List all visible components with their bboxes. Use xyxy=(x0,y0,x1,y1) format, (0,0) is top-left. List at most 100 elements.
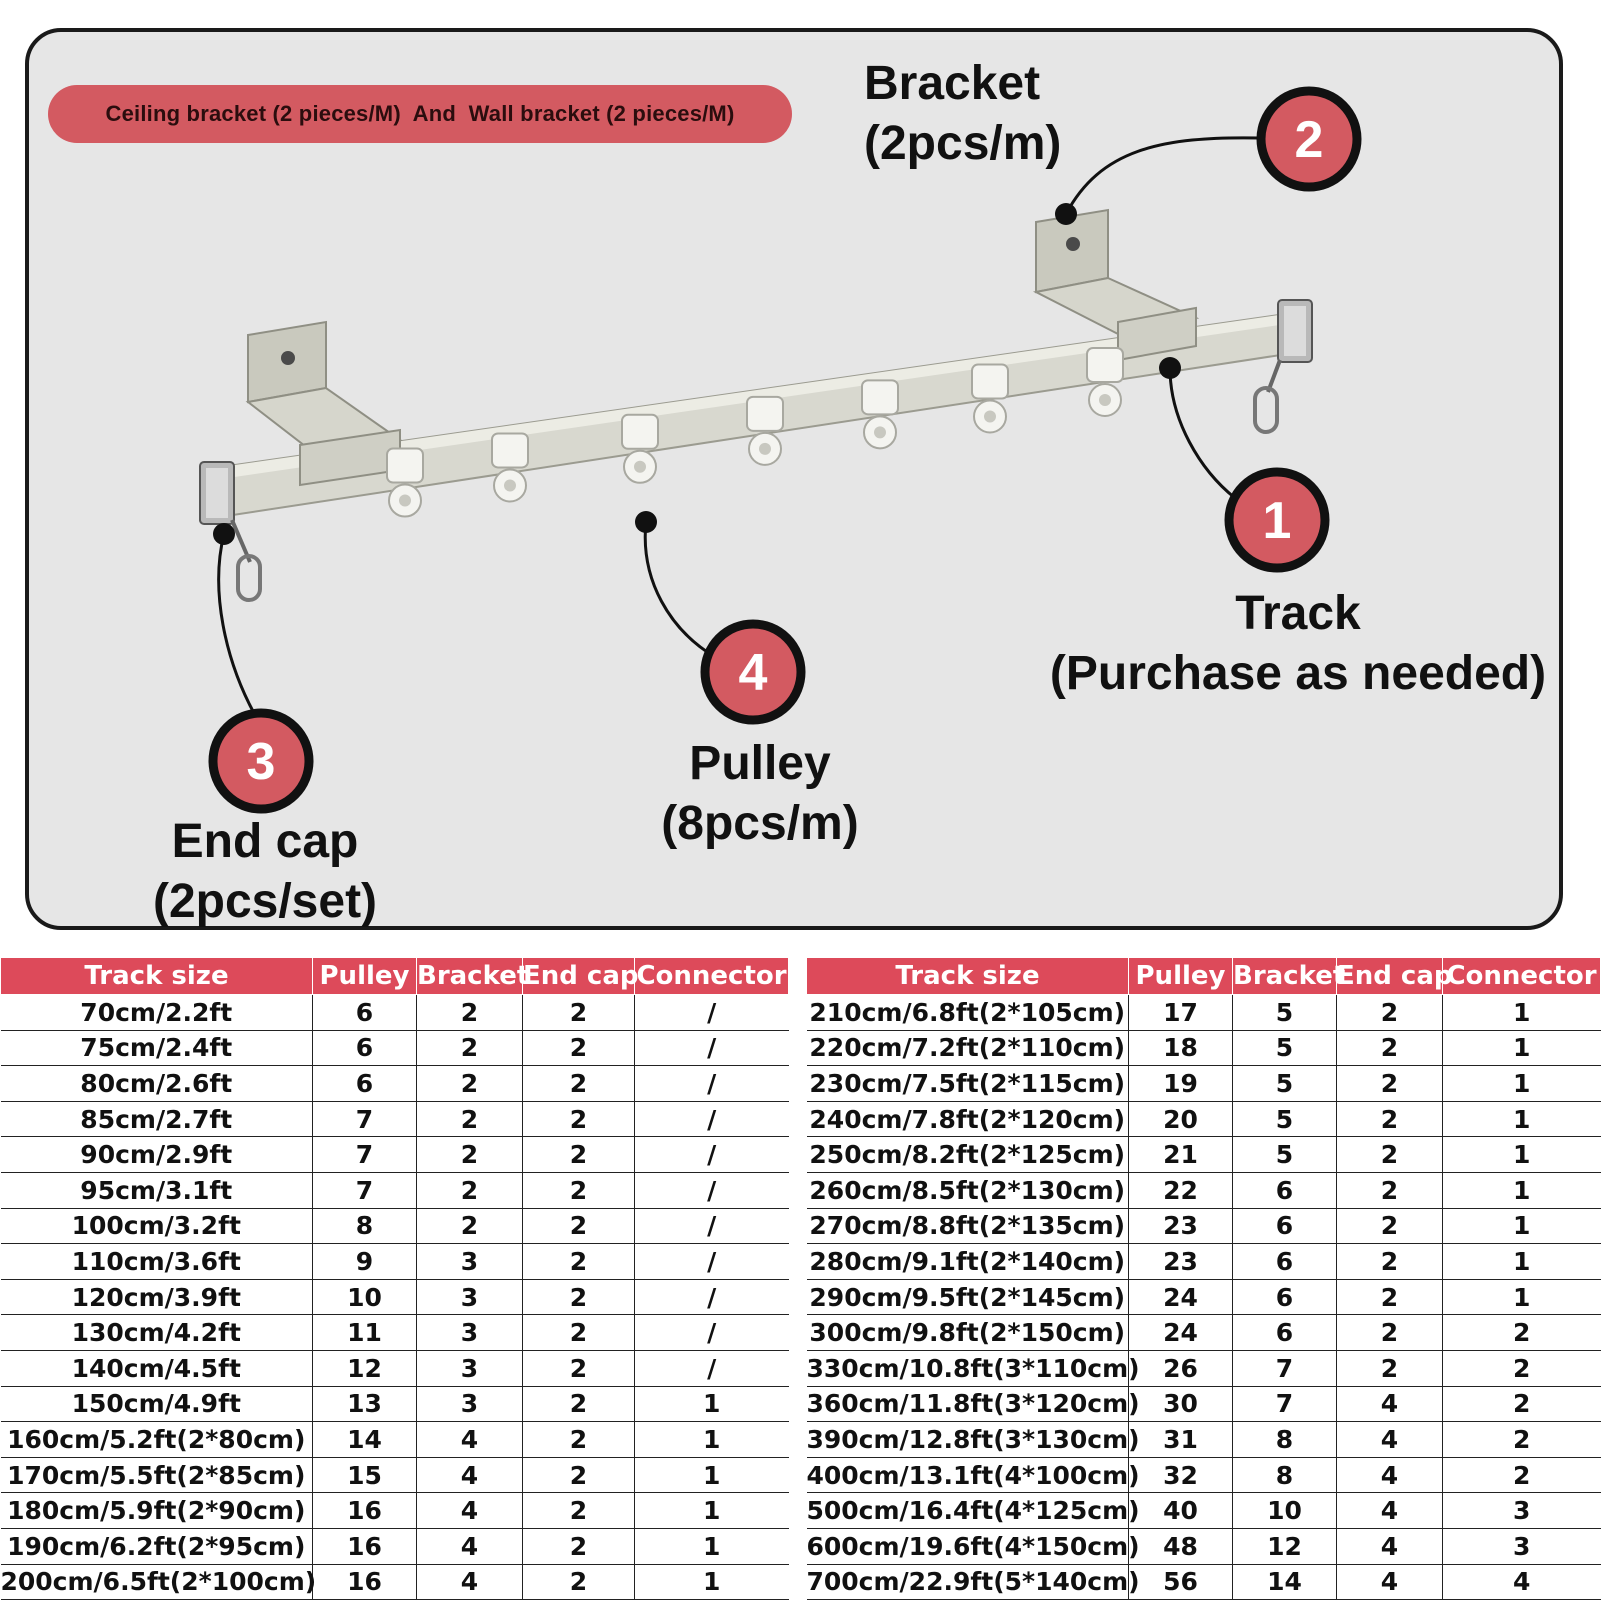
track-size-cell: 100cm/3.2ft xyxy=(0,1208,313,1245)
connector-cell: 4 xyxy=(1442,1564,1601,1600)
connector-cell: 1 xyxy=(1442,1243,1601,1280)
track-size-cell: 500cm/16.4ft(4*125cm) xyxy=(806,1492,1140,1529)
bracket-cell: 3 xyxy=(416,1386,523,1423)
connector-cell: / xyxy=(634,1172,789,1209)
svg-text:1: 1 xyxy=(1263,492,1292,550)
track-size-cell: 700cm/22.9ft(5*140cm) xyxy=(806,1564,1140,1600)
end-cap-cell: 2 xyxy=(1336,1172,1443,1209)
pulley-cell: 10 xyxy=(312,1279,417,1316)
bracket-cell: 5 xyxy=(1232,1101,1337,1138)
bracket-cell: 3 xyxy=(416,1314,523,1351)
connector-cell: 1 xyxy=(1442,1101,1601,1138)
end-cap-cell: 2 xyxy=(522,1528,635,1565)
pulley-carrier xyxy=(1086,347,1124,418)
track-size-cell: 300cm/9.8ft(2*150cm) xyxy=(806,1314,1129,1351)
badge-pulley: 4 xyxy=(700,619,806,725)
track-size-cell: 260cm/8.5ft(2*130cm) xyxy=(806,1172,1129,1209)
header-end-cap: End cap xyxy=(1336,957,1453,995)
end-cap-cell: 2 xyxy=(1336,1279,1443,1316)
right-end-cap xyxy=(1253,299,1313,434)
pulley-cell: 40 xyxy=(1128,1492,1233,1529)
pulley-carrier xyxy=(621,413,659,484)
connector-cell: / xyxy=(634,1065,789,1102)
end-cap-cell: 2 xyxy=(522,1314,635,1351)
end-cap-cell: 2 xyxy=(1336,1030,1443,1067)
pulley-carrier xyxy=(386,447,424,518)
pulley-cell: 12 xyxy=(312,1350,417,1387)
pulley-cell: 22 xyxy=(1128,1172,1233,1209)
end-cap-cell: 2 xyxy=(522,1172,635,1209)
connector-cell: 1 xyxy=(1442,1065,1601,1102)
pulley-cell: 56 xyxy=(1128,1564,1233,1600)
end-cap-subtitle: (2pcs/set) xyxy=(152,875,378,928)
track-size-cell: 210cm/6.8ft(2*105cm) xyxy=(806,994,1129,1031)
bracket-cell: 2 xyxy=(416,1136,523,1173)
track-size-cell: 85cm/2.7ft xyxy=(0,1101,313,1138)
end-cap-cell: 2 xyxy=(1336,1101,1443,1138)
end-cap-cell: 2 xyxy=(522,1457,635,1494)
pulley-cell: 16 xyxy=(312,1564,417,1600)
connector-cell: / xyxy=(634,1350,789,1387)
pulley-cell: 6 xyxy=(312,1030,417,1067)
end-cap-cell: 2 xyxy=(1336,1243,1443,1280)
end-cap-cell: 2 xyxy=(522,994,635,1031)
track-size-cell: 390cm/12.8ft(3*130cm) xyxy=(806,1421,1140,1458)
left-bracket xyxy=(245,320,403,487)
pulley-title: Pulley xyxy=(689,737,831,790)
pulley-cell: 7 xyxy=(312,1136,417,1173)
track-size-cell: 250cm/8.2ft(2*125cm) xyxy=(806,1136,1129,1173)
connector-cell: 1 xyxy=(1442,1279,1601,1316)
connector-cell: 1 xyxy=(634,1492,789,1529)
bracket-cell: 5 xyxy=(1232,1136,1337,1173)
header-bracket: Bracket xyxy=(1232,957,1345,995)
pulley-cell: 24 xyxy=(1128,1314,1233,1351)
bracket-cell: 2 xyxy=(416,1030,523,1067)
track-title: Track xyxy=(1235,587,1361,640)
pulley-cell: 8 xyxy=(312,1208,417,1245)
end-cap-cell: 2 xyxy=(1336,1065,1443,1102)
header-connector: Connector xyxy=(1442,957,1601,995)
track-size-cell: 270cm/8.8ft(2*135cm) xyxy=(806,1208,1129,1245)
connector-cell: / xyxy=(634,1243,789,1280)
connector-cell: / xyxy=(634,1279,789,1316)
connector-cell: 2 xyxy=(1442,1314,1601,1351)
end-cap-cell: 2 xyxy=(522,1564,635,1600)
track-size-cell: 70cm/2.2ft xyxy=(0,994,313,1031)
pulley-cell: 18 xyxy=(1128,1030,1233,1067)
end-cap-cell: 2 xyxy=(522,1101,635,1138)
pulley-cell: 11 xyxy=(312,1314,417,1351)
pulley-cell: 17 xyxy=(1128,994,1233,1031)
bracket-cell: 6 xyxy=(1232,1279,1337,1316)
bracket-cell: 14 xyxy=(1232,1564,1337,1600)
pulley-cell: 30 xyxy=(1128,1386,1233,1423)
bracket-cell: 7 xyxy=(1232,1350,1337,1387)
end-cap-cell: 2 xyxy=(1336,994,1443,1031)
bracket-cell: 3 xyxy=(416,1350,523,1387)
track-size-cell: 150cm/4.9ft xyxy=(0,1386,313,1423)
bracket-cell: 2 xyxy=(416,994,523,1031)
connector-cell: 1 xyxy=(1442,1136,1601,1173)
track-size-cell: 220cm/7.2ft(2*110cm) xyxy=(806,1030,1129,1067)
pulley-cell: 15 xyxy=(312,1457,417,1494)
track-size-cell: 160cm/5.2ft(2*80cm) xyxy=(0,1421,313,1458)
bracket-cell: 5 xyxy=(1232,994,1337,1031)
end-cap-cell: 2 xyxy=(1336,1314,1443,1351)
header-pulley: Pulley xyxy=(312,957,417,995)
track-size-cell: 120cm/3.9ft xyxy=(0,1279,313,1316)
track-size-cell: 290cm/9.5ft(2*145cm) xyxy=(806,1279,1129,1316)
track-label: Track (Purchase as needed) xyxy=(1036,584,1560,704)
bracket-cell: 2 xyxy=(416,1065,523,1102)
bracket-cell: 4 xyxy=(416,1457,523,1494)
track-size-cell: 140cm/4.5ft xyxy=(0,1350,313,1387)
track-size-cell: 95cm/3.1ft xyxy=(0,1172,313,1209)
